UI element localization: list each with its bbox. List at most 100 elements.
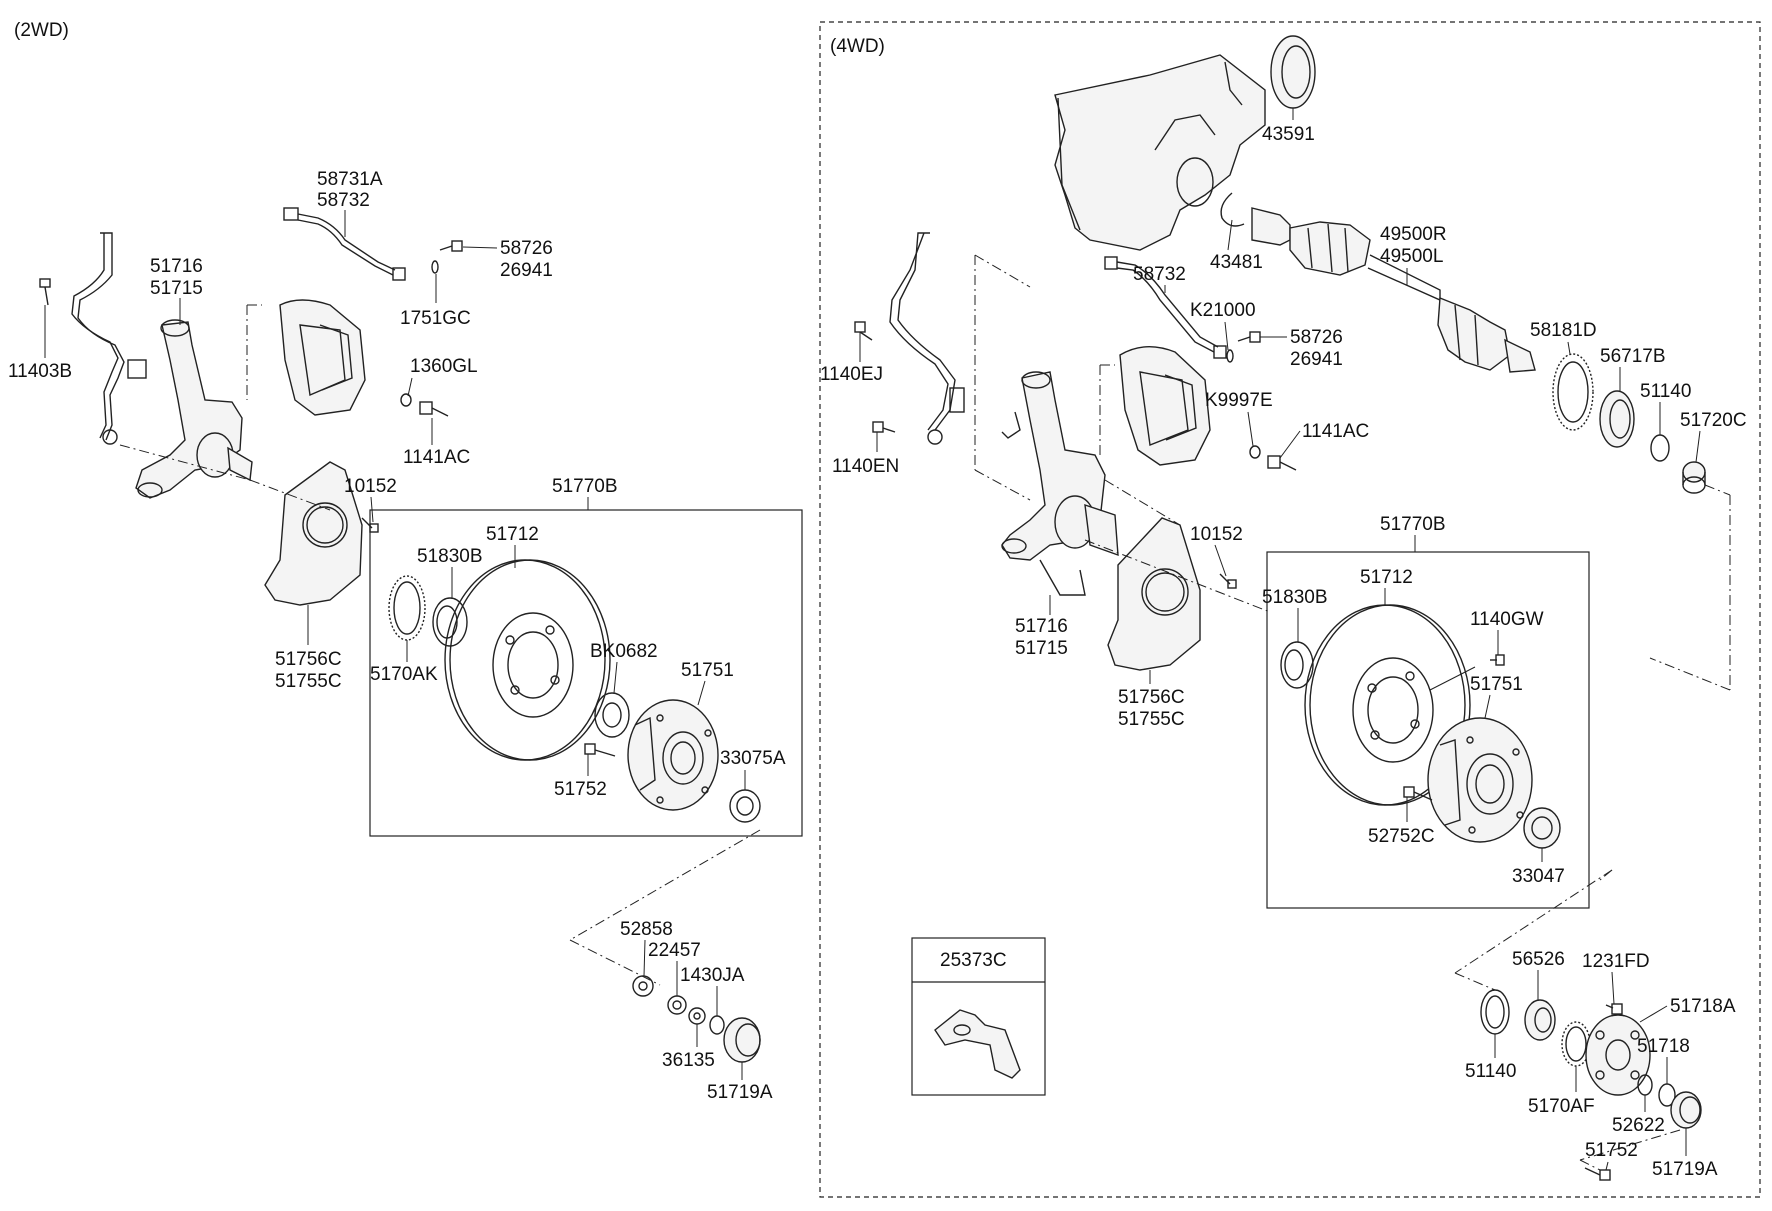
callout-51770B-right: 51770B	[1380, 514, 1446, 535]
bolt-icon	[1490, 654, 1505, 666]
callout-51719A-left: 51719A	[707, 1082, 773, 1103]
brake-caliper-icon	[1119, 346, 1211, 466]
callout-26941-right: 26941	[1290, 349, 1343, 370]
brake-hose-icon	[1104, 256, 1227, 359]
callout-51716-left: 51716	[150, 256, 203, 277]
spacer-ring-icon	[1650, 434, 1670, 462]
callout-K21000: K21000	[1190, 300, 1256, 321]
wheel-hub-icon	[627, 699, 719, 811]
callout-49500L: 49500L	[1380, 246, 1443, 267]
callout-1751GC: 1751GC	[400, 308, 471, 329]
callout-56717B: 56717B	[1600, 346, 1666, 367]
snap-ring-icon	[1220, 192, 1245, 227]
o-ring-icon	[709, 1015, 725, 1035]
callout-1140GW: 1140GW	[1470, 609, 1544, 630]
callout-10152-right: 10152	[1190, 524, 1243, 545]
section-4wd-frame	[819, 21, 1761, 1198]
wheel-stud-icon	[1584, 1167, 1611, 1181]
callout-58732-right: 58732	[1133, 264, 1186, 285]
callout-51755C-left: 51755C	[275, 671, 342, 692]
hub-cap-icon	[1670, 1091, 1702, 1129]
oil-seal-icon	[1524, 999, 1556, 1041]
callout-BK0682: BK0682	[590, 641, 658, 662]
bracket-icon	[934, 1009, 1021, 1079]
bolt-icon	[1219, 573, 1237, 589]
drive-flange-icon	[1585, 1014, 1651, 1096]
hub-assembly-box-2wd	[369, 509, 803, 837]
callout-52858: 52858	[620, 919, 673, 940]
callout-51752-right: 51752	[1585, 1140, 1638, 1161]
callout-51712-left: 51712	[486, 524, 539, 545]
callout-5170AF: 5170AF	[1528, 1096, 1595, 1117]
sleeve-icon	[1682, 461, 1706, 494]
callout-43591: 43591	[1262, 124, 1315, 145]
bracket-box	[911, 937, 1046, 1096]
callout-52622: 52622	[1612, 1115, 1665, 1136]
nut-icon	[667, 995, 687, 1015]
bearing-icon	[594, 692, 630, 738]
oil-seal-icon	[1599, 390, 1635, 448]
callout-5170AK: 5170AK	[370, 664, 438, 685]
abs-sensor-icon	[71, 232, 147, 445]
callout-58726-left: 58726	[500, 238, 553, 259]
dust-shield-icon	[1107, 517, 1201, 671]
bolt-icon	[854, 321, 873, 341]
brake-hose-icon	[283, 207, 406, 281]
nut-icon	[688, 1007, 706, 1025]
brake-caliper-icon	[279, 299, 366, 416]
caliper-bolt-icon	[1267, 455, 1297, 471]
bolt-icon	[1605, 1003, 1623, 1015]
callout-51756C-right: 51756C	[1118, 687, 1185, 708]
callout-51140-upper: 51140	[1640, 381, 1691, 402]
steering-knuckle-icon	[1001, 371, 1119, 596]
callout-51718A: 51718A	[1670, 996, 1736, 1017]
steering-knuckle-icon	[135, 319, 253, 499]
callout-51770B-left: 51770B	[552, 476, 618, 497]
callout-51715-right: 51715	[1015, 638, 1068, 659]
bolt-icon	[39, 278, 51, 306]
callout-K9997E: K9997E	[1205, 390, 1273, 411]
callout-51755C-right: 51755C	[1118, 709, 1185, 730]
callout-51751-left: 51751	[681, 660, 734, 681]
dust-shield-icon	[264, 461, 363, 606]
callout-58726-right: 58726	[1290, 327, 1343, 348]
bolt-icon	[872, 421, 896, 433]
callout-51140-lower: 51140	[1465, 1061, 1516, 1082]
section-4wd-title: (4WD)	[830, 36, 885, 57]
callout-33047: 33047	[1512, 866, 1565, 887]
callout-1141AC-left: 1141AC	[403, 447, 470, 468]
washer-icon	[632, 975, 654, 997]
callout-51752-left: 51752	[554, 779, 607, 800]
callout-58181D: 58181D	[1530, 320, 1597, 341]
wheel-stud-icon	[1403, 786, 1433, 801]
hub-assembly-box-4wd	[1266, 551, 1590, 909]
callout-10152-left: 10152	[344, 476, 397, 497]
callout-51751-right: 51751	[1470, 674, 1523, 695]
transfer-case-icon	[1054, 54, 1266, 251]
hub-cap-icon	[723, 1017, 761, 1063]
callout-51715-left: 51715	[150, 278, 203, 299]
caliper-bolt-icon	[419, 401, 449, 417]
bleeder-bolt-icon	[1237, 331, 1261, 343]
callout-36135: 36135	[662, 1050, 715, 1071]
wheel-stud-icon	[584, 743, 616, 757]
callout-33075A: 33075A	[720, 748, 786, 769]
callout-49500R: 49500R	[1380, 224, 1447, 245]
callout-51716-right: 51716	[1015, 616, 1068, 637]
spacer-ring-icon	[1480, 989, 1510, 1035]
drive-shaft-icon	[1251, 207, 1536, 373]
callout-56526: 56526	[1512, 949, 1565, 970]
wheel-hub-icon	[1427, 717, 1533, 843]
oil-seal-icon	[1280, 641, 1314, 689]
callout-51830B-right: 51830B	[1262, 587, 1328, 608]
callout-1140EN: 1140EN	[832, 456, 899, 477]
bearing-icon	[1523, 807, 1561, 849]
callout-51830B-left: 51830B	[417, 546, 483, 567]
callout-26941-left: 26941	[500, 260, 553, 281]
callout-51719A-right: 51719A	[1652, 1159, 1718, 1180]
abs-tone-ring-icon	[388, 575, 426, 641]
oil-seal-icon	[1270, 35, 1316, 109]
abs-sensor-icon	[889, 232, 965, 445]
callout-58732-left: 58732	[317, 190, 370, 211]
